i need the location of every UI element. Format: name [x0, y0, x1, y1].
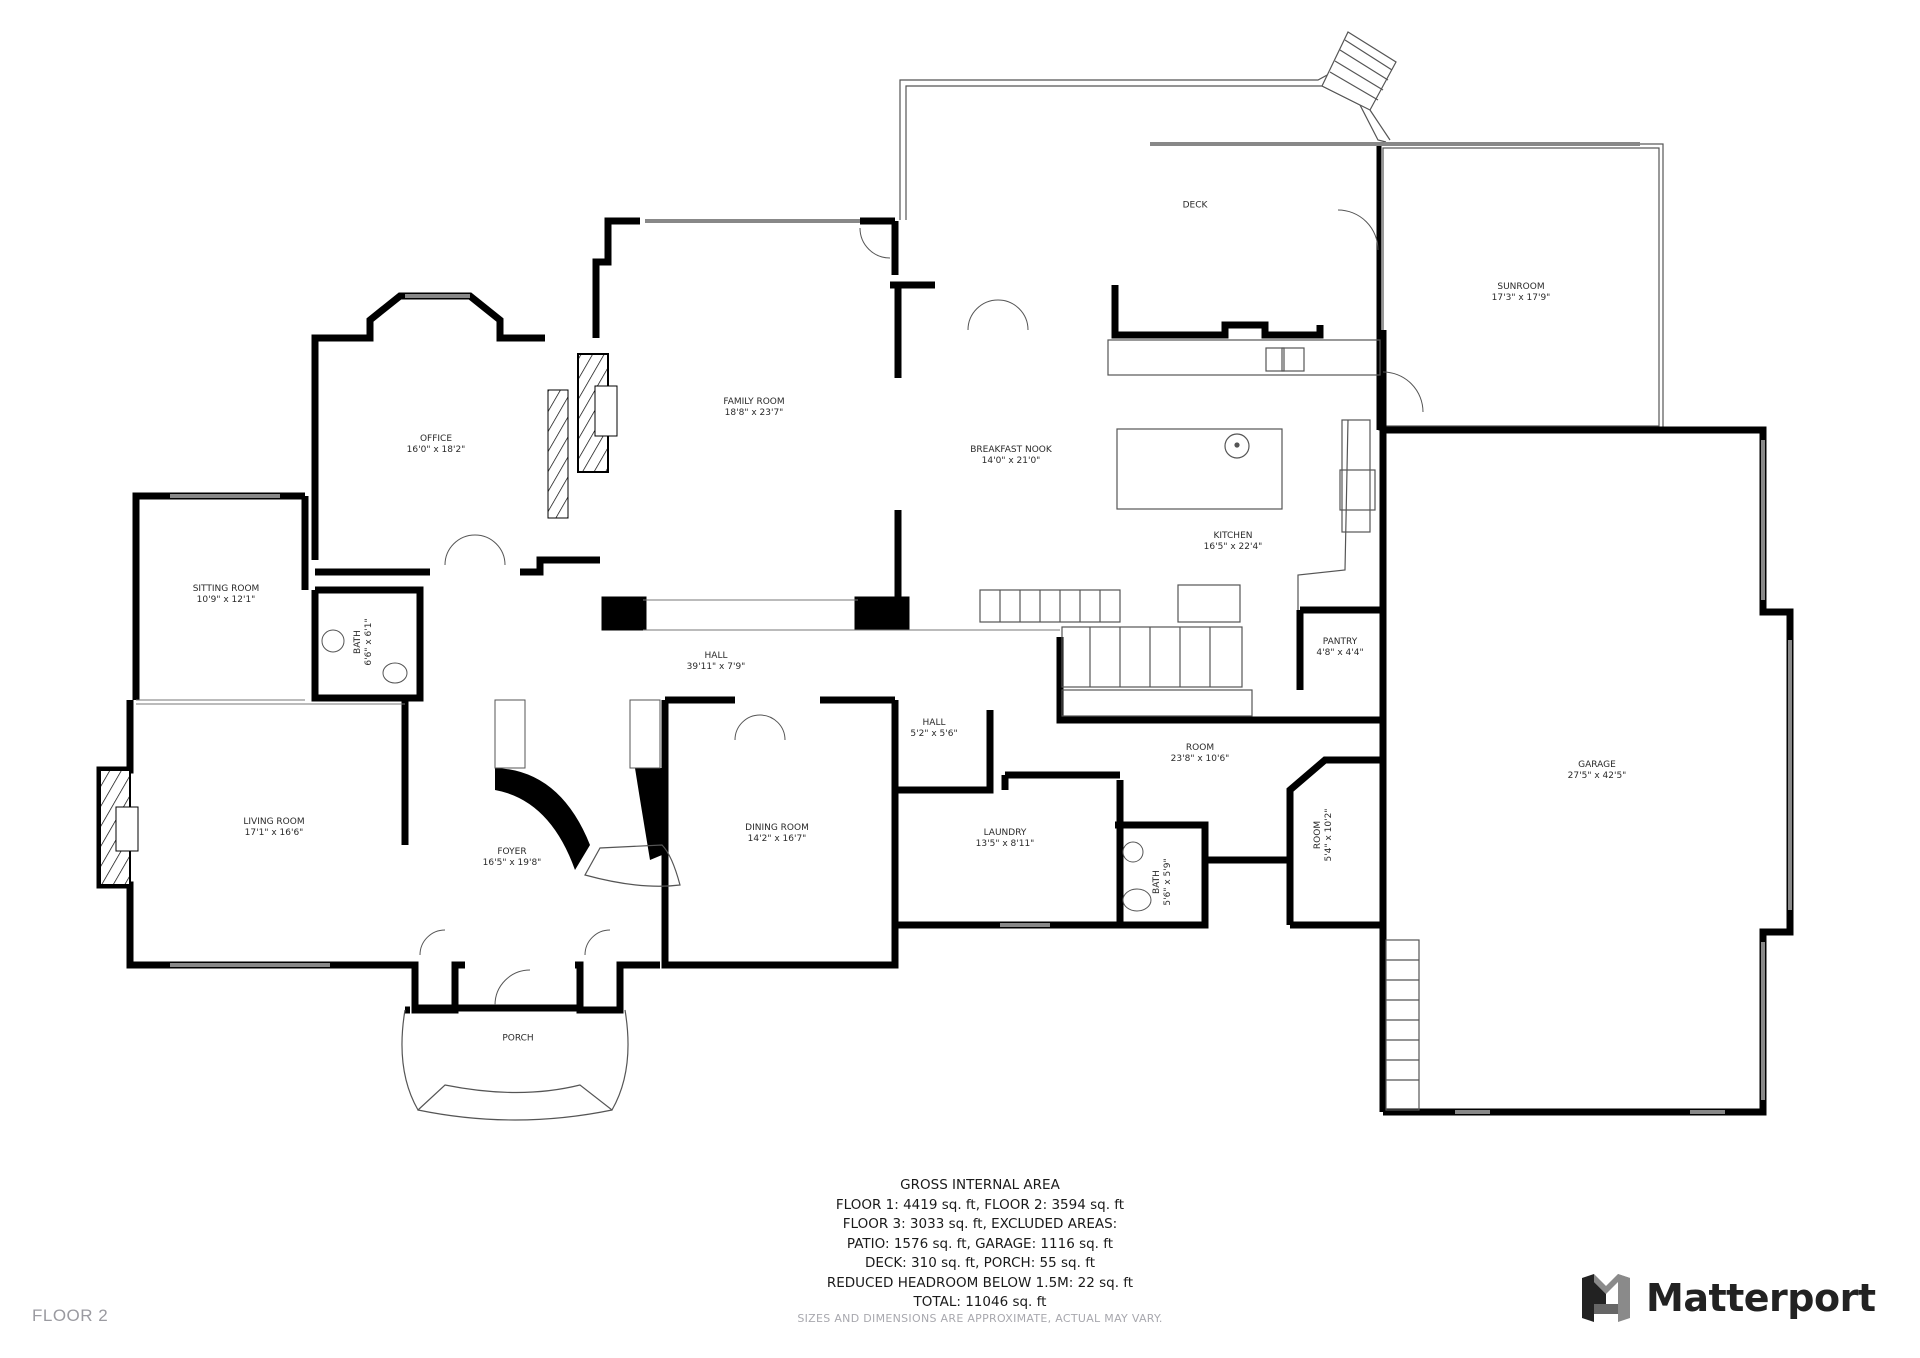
room-name: FOYER	[497, 847, 527, 857]
room-label-sunroom: SUNROOM 17'3" x 17'9"	[1492, 282, 1551, 304]
room-name: ROOM	[1313, 820, 1323, 850]
garage-stairs	[1385, 939, 1420, 1111]
room-dims: 10'9" x 12'1"	[196, 595, 256, 605]
summary-title: GROSS INTERNAL AREA	[900, 1177, 1060, 1193]
brand-logo: Matterport	[1580, 1272, 1876, 1324]
room-label-family-room: FAMILY ROOM 18'8" x 23'7"	[723, 397, 784, 419]
room-dims: 14'2" x 16'7"	[747, 834, 807, 844]
floor-label: FLOOR 2	[32, 1306, 109, 1325]
room-name: LAUNDRY	[983, 828, 1027, 838]
summary-line: TOTAL: 11046 sq. ft	[913, 1294, 1047, 1310]
room-label-porch: PORCH	[502, 1034, 533, 1045]
room-dims: 16'0" x 18'2"	[406, 445, 466, 455]
foyer-staircase	[494, 699, 681, 887]
room-name: ROOM	[1185, 743, 1215, 753]
room-name: LIVING ROOM	[243, 817, 305, 827]
room-name: KITCHEN	[1213, 531, 1253, 541]
gross-internal-area-summary: GROSS INTERNAL AREA FLOOR 1: 4419 sq. ft…	[780, 1176, 1180, 1313]
summary-line: FLOOR 1: 4419 sq. ft, FLOOR 2: 3594 sq. …	[835, 1196, 1125, 1213]
kitchen-island	[1116, 428, 1283, 510]
room-name: SUNROOM	[1497, 282, 1545, 292]
room-dims: 5'2" x 5'6"	[910, 729, 958, 739]
room-label-dining-room: DINING ROOM 14'2" x 16'7"	[745, 823, 809, 845]
room-dims: 5'6" x 5'9"	[1163, 858, 1173, 906]
room-dims: 16'5" x 22'4"	[1203, 542, 1263, 552]
summary-line: DECK: 310 sq. ft, PORCH: 55 sq. ft	[864, 1255, 1096, 1271]
room-label-sitting-room: SITTING ROOM 10'9" x 12'1"	[193, 584, 260, 606]
room-dims: 23'8" x 10'6"	[1170, 754, 1230, 764]
room-name: BATH	[353, 630, 363, 654]
room-label-bath-2: BATH 5'6" x 5'9"	[1152, 858, 1174, 905]
room-dims: 27'5" x 42'5"	[1567, 771, 1627, 781]
room-label-room-1: ROOM 23'8" x 10'6"	[1171, 743, 1230, 765]
room-label-room-2: ROOM 5'4" x 10'2"	[1313, 809, 1335, 862]
brand-name: Matterport	[1646, 1276, 1876, 1320]
walls	[96, 217, 1794, 1116]
hall-lines	[136, 599, 1060, 705]
matterport-logo-icon	[1582, 1274, 1630, 1322]
room-label-foyer: FOYER 16'5" x 19'8"	[483, 847, 542, 869]
room-dims: 14'0" x 21'0"	[981, 456, 1041, 466]
room-label-hall-main: HALL 39'11" x 7'9"	[687, 651, 746, 673]
room-dims: 6'6" x 6'1"	[364, 618, 374, 666]
room-name: OFFICE	[419, 434, 453, 444]
room-label-hall-small: HALL 5'2" x 5'6"	[910, 718, 957, 740]
porch-outline	[401, 1009, 629, 1121]
room-label-kitchen: KITCHEN 16'5" x 22'4"	[1204, 531, 1263, 553]
room-dims: 39'11" x 7'9"	[686, 662, 746, 672]
room-label-living-room: LIVING ROOM 17'1" x 16'6"	[243, 817, 304, 839]
room-dims: 16'5" x 19'8"	[482, 858, 542, 868]
room-label-garage: GARAGE 27'5" x 42'5"	[1568, 760, 1627, 782]
room-name: HALL	[704, 651, 728, 661]
room-label-pantry: PANTRY 4'8" x 4'4"	[1316, 637, 1363, 659]
room-dims: 17'3" x 17'9"	[1491, 293, 1551, 303]
room-dims: 5'4" x 10'2"	[1324, 808, 1334, 862]
room-name: PORCH	[502, 1033, 534, 1044]
room-dims: 13'5" x 8'11"	[975, 839, 1035, 849]
room-name: SITTING ROOM	[192, 584, 260, 594]
bath-fixtures	[321, 629, 1152, 912]
room-name: BATH	[1152, 870, 1162, 894]
room-name: GARAGE	[1578, 760, 1616, 770]
summary-line: FLOOR 3: 3033 sq. ft, EXCLUDED AREAS:	[842, 1216, 1118, 1232]
deck-stairs	[1321, 31, 1397, 111]
room-name: HALL	[922, 718, 946, 728]
room-dims: 4'8" x 4'4"	[1316, 648, 1364, 658]
disclaimer: SIZES AND DIMENSIONS ARE APPROXIMATE, AC…	[797, 1312, 1163, 1325]
windows	[170, 142, 1792, 1114]
doors	[419, 209, 1424, 1006]
room-label-office: OFFICE 16'0" x 18'2"	[407, 434, 466, 456]
room-name: FAMILY ROOM	[723, 397, 785, 407]
stairs	[979, 584, 1253, 717]
room-name: DINING ROOM	[745, 823, 809, 833]
room-name: BREAKFAST NOOK	[970, 445, 1052, 455]
summary-line: REDUCED HEADROOM BELOW 1.5M: 22 sq. ft	[826, 1274, 1134, 1291]
room-label-bath-1: BATH 6'6" x 6'1"	[353, 618, 375, 665]
room-dims: 18'8" x 23'7"	[724, 408, 784, 418]
room-label-deck: DECK	[1183, 201, 1208, 212]
room-name: PANTRY	[1322, 637, 1358, 647]
room-name: DECK	[1182, 200, 1208, 211]
room-dims: 17'1" x 16'6"	[244, 828, 304, 838]
summary-line: PATIO: 1576 sq. ft, GARAGE: 1116 sq. ft	[846, 1235, 1114, 1252]
room-label-breakfast-nook: BREAKFAST NOOK 14'0" x 21'0"	[970, 445, 1052, 467]
shelving-office	[547, 389, 569, 519]
kitchen-counters	[1107, 339, 1381, 610]
room-label-laundry: LAUNDRY 13'5" x 8'11"	[976, 828, 1035, 850]
